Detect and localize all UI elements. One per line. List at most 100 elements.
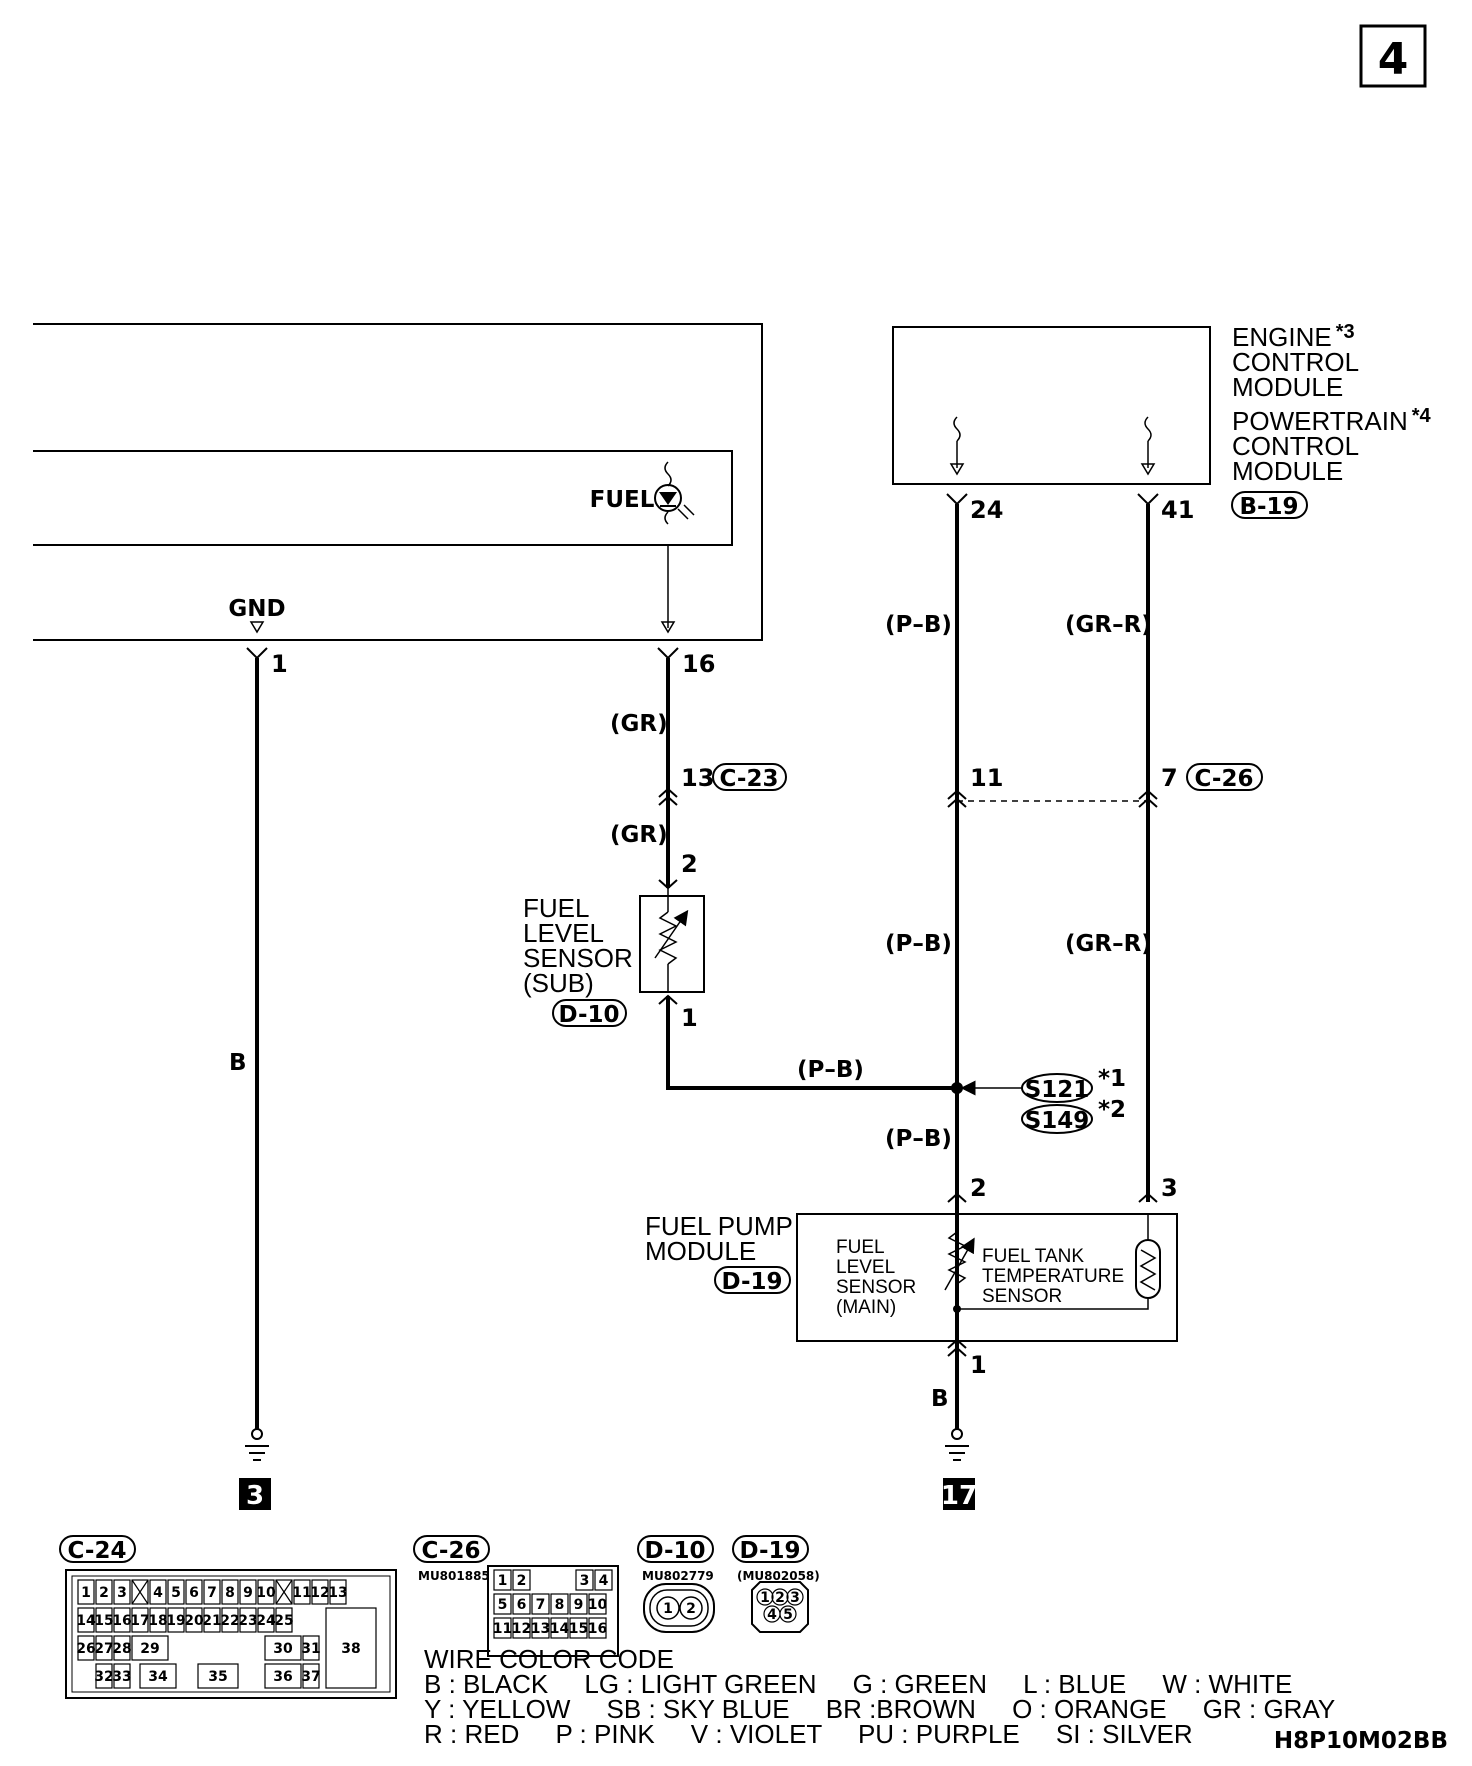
connector-cavity-number: 10: [588, 1597, 608, 1613]
connector-cavity-number: 26: [76, 1641, 95, 1657]
connector-cavity-number: 4: [599, 1573, 609, 1589]
c23-pin: 13: [681, 764, 714, 792]
pump-pin-1: 1: [970, 1351, 987, 1379]
connector-cavity-number: 9: [574, 1597, 584, 1613]
ecm-box: [892, 326, 1211, 485]
wire-color-gr-upper: (GR): [610, 711, 668, 737]
fuel-indicator-label: FUEL: [590, 487, 655, 513]
main-sensor-line3: SENSOR: [836, 1277, 916, 1298]
d10-part-number: MU802779: [642, 1569, 714, 1583]
svg-text:4: 4: [767, 1607, 777, 1623]
ecm-pin41-wire: [1137, 493, 1159, 1203]
connector-cavity: [149, 1607, 167, 1633]
connector-cavity: [95, 1663, 113, 1689]
connector-cavity: [77, 1607, 95, 1633]
connector-cavity-number: 20: [184, 1613, 204, 1629]
ecm-line2: CONTROL: [1232, 347, 1359, 377]
connector-cavity-number: 30: [273, 1641, 293, 1657]
svg-text:C-26: C-26: [422, 1538, 481, 1564]
d19-part-number: (MU802058): [737, 1569, 820, 1583]
connector-d10-tag: D-10: [637, 1535, 714, 1564]
connector-cavity: [493, 1593, 512, 1615]
gnd-arrow: [249, 621, 265, 634]
connector-cavity: [493, 1569, 512, 1591]
connector-cavity: [493, 1617, 512, 1639]
svg-text:D-19: D-19: [721, 1269, 782, 1295]
meter-pin-gnd: 1: [271, 650, 288, 678]
connector-cavity: [594, 1569, 613, 1591]
b19-connector-tag: B-19: [1231, 491, 1308, 520]
ecm-line3: MODULE: [1232, 372, 1343, 402]
connector-cavity: [275, 1607, 293, 1633]
connector-cavity: [293, 1579, 311, 1605]
connector-cavity-number: 13: [328, 1585, 347, 1601]
wire-color-pb-horizontal: (P–B): [797, 1057, 864, 1083]
connector-cavity-number: 29: [140, 1641, 159, 1657]
connector-cavity-number: 13: [531, 1621, 550, 1637]
connector-cavity-number: 14: [550, 1621, 570, 1637]
sub-sensor-pin-top: 2: [681, 850, 698, 878]
svg-text:3: 3: [246, 1481, 264, 1511]
connector-cavity: [239, 1607, 257, 1633]
connector-cavity: [329, 1579, 347, 1605]
connector-cavity-number: 15: [94, 1613, 113, 1629]
connector-cavity-number: 23: [238, 1613, 257, 1629]
c26-connector-tag: C-26: [1186, 763, 1263, 792]
pcm-line2: CONTROL: [1232, 431, 1359, 461]
connector-c24-tag: C-24: [59, 1535, 136, 1564]
connector-cavity-number: 11: [493, 1621, 512, 1637]
main-sensor-line4: (MAIN): [836, 1297, 896, 1318]
connector-cavity: [167, 1607, 185, 1633]
svg-text:S121: S121: [1025, 1077, 1090, 1103]
wire-color-grr-mid: (GR–R): [1065, 931, 1152, 957]
gnd-label: GND: [228, 596, 285, 622]
connector-cavity: [239, 1579, 257, 1605]
sub-sensor-line1: FUEL: [523, 893, 589, 923]
c26-pin-7: 7: [1161, 764, 1178, 792]
connector-cavity: [221, 1607, 239, 1633]
wire-color-pb-top: (P–B): [885, 612, 952, 638]
fuel-signal-arrow: [660, 621, 676, 634]
connector-c26-tag: C-26: [413, 1535, 490, 1564]
connector-cavity-number: 35: [208, 1669, 227, 1685]
combination-meter-box: [33, 323, 763, 641]
ecm-pin-41: 41: [1161, 496, 1194, 524]
connector-cavity-number: 16: [588, 1621, 607, 1637]
svg-text:1: 1: [760, 1590, 770, 1606]
connector-cavity-number: 15: [569, 1621, 588, 1637]
connector-cavity-number: 31: [301, 1641, 320, 1657]
fuel-indicator-lamp: FUEL: [590, 461, 695, 525]
connector-cavity: [167, 1579, 185, 1605]
connector-cavity-number: 34: [148, 1669, 168, 1685]
connector-cavity: [197, 1663, 239, 1689]
pcm-line3: MODULE: [1232, 456, 1343, 486]
c26-part-number: MU801885: [418, 1569, 490, 1583]
ecm-line1: ENGINE*3: [1232, 321, 1355, 352]
connector-cavity: [588, 1617, 607, 1639]
connector-cavity-number: 27: [94, 1641, 113, 1657]
main-sensor-line1: FUEL: [836, 1237, 885, 1258]
svg-text:D-10: D-10: [558, 1002, 619, 1028]
wire-color-grr-top: (GR–R): [1065, 612, 1152, 638]
connector-cavity-number: 1: [81, 1585, 91, 1601]
legend-row-1: B : BLACK LG : LIGHT GREEN G : GREEN L :…: [424, 1669, 1292, 1699]
connector-cavity-number: 22: [220, 1613, 239, 1629]
connector-cavity: [588, 1593, 607, 1615]
svg-text:S149: S149: [1025, 1108, 1090, 1134]
connector-cavity-number: 33: [112, 1669, 131, 1685]
ecm-pin24-wire: [945, 493, 969, 1461]
connector-cavity: [149, 1579, 167, 1605]
connector-cavity-number: 10: [256, 1585, 276, 1601]
d10-connector-tag: D-10: [552, 999, 627, 1028]
connector-blank-cavity: [275, 1579, 293, 1605]
connector-cavity: [512, 1593, 531, 1615]
connector-cavity: [264, 1663, 302, 1689]
connector-cavity-number: 17: [130, 1613, 149, 1629]
connector-cavity: [95, 1579, 113, 1605]
connector-cavity-number: 36: [273, 1669, 292, 1685]
fuel-gauge-wire: [657, 647, 679, 890]
connector-cavity-number: 38: [341, 1641, 360, 1657]
